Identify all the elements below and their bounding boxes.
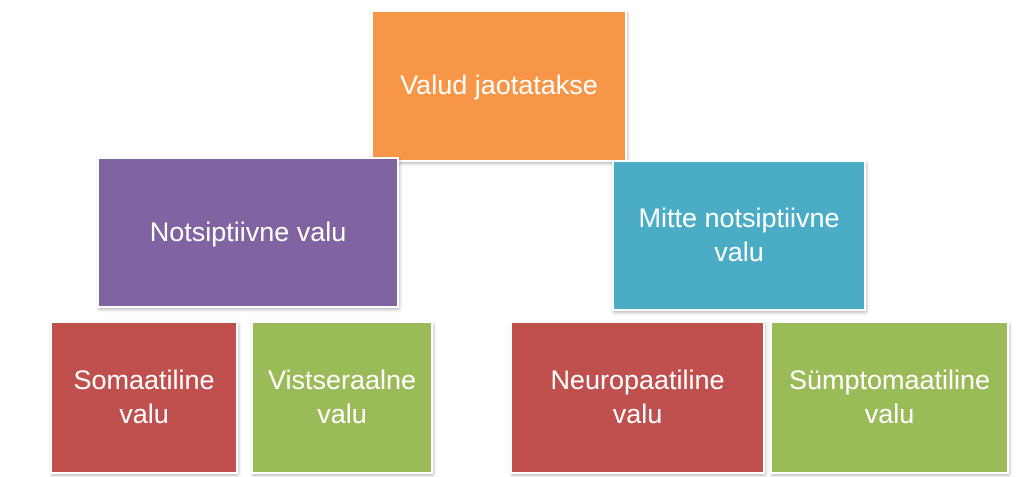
node-visceral-pain: Vistseraalne valu bbox=[251, 321, 433, 474]
node-label: Sümptomaatiline valu bbox=[788, 364, 991, 429]
node-label: Neuropaatiline valu bbox=[550, 364, 725, 429]
node-label: Mitte notsiptiivne valu bbox=[638, 202, 840, 267]
node-pain-classified: Valud jaotatakse bbox=[371, 10, 627, 162]
node-label: Notsiptiivne valu bbox=[149, 216, 347, 247]
node-label: Vistseraalne valu bbox=[267, 364, 417, 429]
node-symptomatic-pain: Sümptomaatiline valu bbox=[770, 321, 1009, 474]
node-label: Valud jaotatakse bbox=[400, 70, 598, 101]
node-somatic-pain: Somaatiline valu bbox=[50, 321, 238, 474]
node-nociceptive-pain: Notsiptiivne valu bbox=[97, 157, 399, 308]
node-non-nociceptive-pain: Mitte notsiptiivne valu bbox=[612, 160, 866, 311]
node-label: Somaatiline valu bbox=[73, 364, 215, 429]
node-neuropathic-pain: Neuropaatiline valu bbox=[510, 321, 765, 474]
